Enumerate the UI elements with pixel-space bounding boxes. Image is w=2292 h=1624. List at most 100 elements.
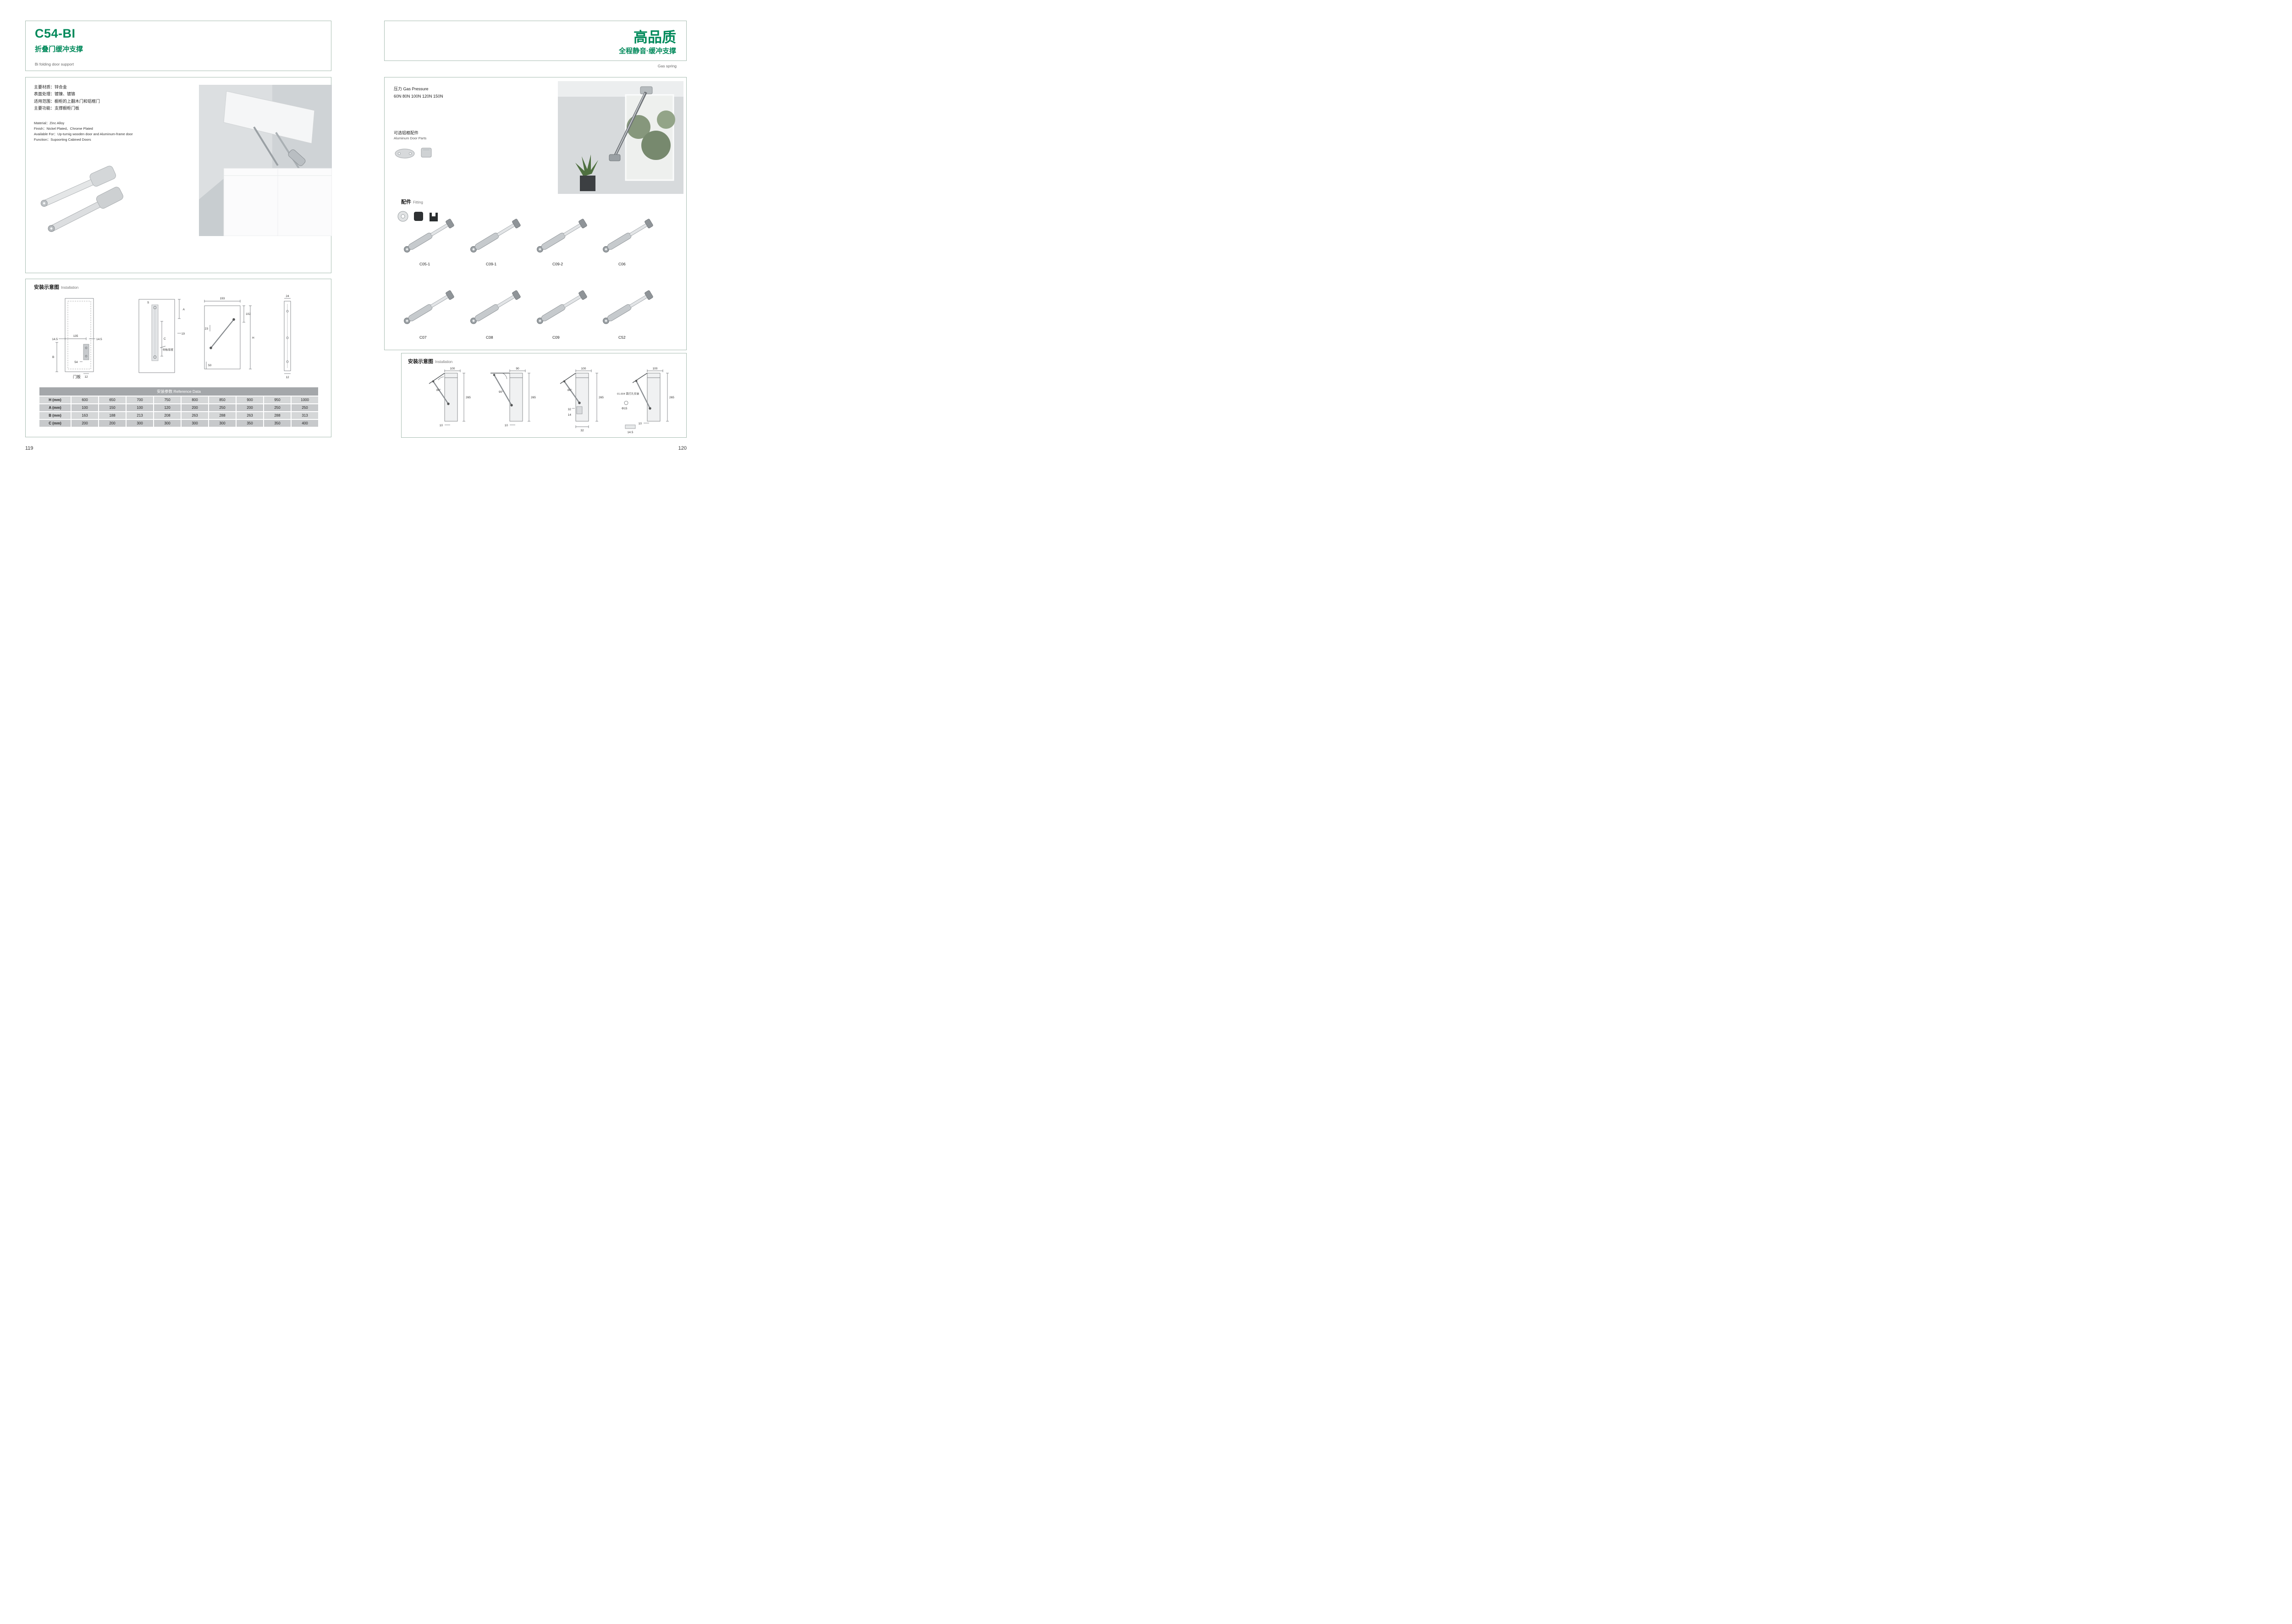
table-cell: 163 — [72, 412, 98, 419]
svg-text:A: A — [183, 308, 185, 311]
gas-spring-photo — [558, 81, 683, 194]
specs-zh: 主要材质：锌合金 表面处理：镀镍、镀铬 适用范围：橱柜的上翻木门和铝框门 主要功… — [34, 84, 100, 112]
svg-text:Φ15: Φ15 — [622, 407, 628, 410]
svg-text:14.5: 14.5 — [96, 338, 102, 341]
svg-text:90°: 90° — [499, 390, 503, 394]
svg-text:100: 100 — [653, 367, 658, 370]
table-cell: 300 — [209, 420, 236, 427]
svg-text:H: H — [252, 336, 254, 340]
pressure-label: 压力 Gas Pressure — [394, 87, 429, 91]
svg-text:90: 90 — [516, 367, 519, 370]
table-cell: 200 — [237, 404, 263, 411]
svg-text:门板: 门板 — [73, 374, 81, 379]
table-row: H (mm) 600 650 700 750 800 850 900 950 1… — [39, 396, 319, 403]
svg-text:135: 135 — [73, 335, 78, 338]
diagram-install-80deg: 100 80° 265 10 — [429, 367, 471, 427]
table-cell: 263 — [182, 412, 208, 419]
table-cell: 750 — [154, 396, 181, 403]
fitting-title-zh: 配件 — [401, 199, 411, 205]
diagram-install-drilled: 100 265 01.004 需打孔安装 Φ15 10 14.5 — [617, 367, 674, 434]
fitting-accessory-icons — [397, 211, 438, 222]
svg-text:S: S — [147, 301, 149, 304]
table-cell: 900 — [237, 396, 263, 403]
table-row: A (mm) 100 150 100 120 200 250 200 250 2… — [39, 404, 319, 411]
table-title: 安装参数 Reference Data — [39, 387, 319, 396]
svg-text:14: 14 — [568, 413, 572, 417]
gas-spring-image — [535, 290, 588, 326]
svg-text:10: 10 — [639, 422, 642, 425]
svg-text:32: 32 — [568, 408, 572, 411]
table-cell: 120 — [154, 404, 181, 411]
product-item: C09 — [531, 277, 595, 341]
pressure-values: 60N 80N 100N 120N 150N — [394, 94, 443, 99]
right-content-box: 压力 Gas Pressure 60N 80N 100N 120N 150N 可… — [384, 77, 687, 350]
svg-text:265: 265 — [531, 396, 536, 399]
table-cell: 300 — [154, 420, 181, 427]
quality-subtitle-zh: 全程静音·缓冲支撑 — [619, 47, 676, 55]
svg-text:265: 265 — [466, 396, 471, 399]
fitting-title-en: Fitting — [413, 200, 423, 204]
model-label: C07 — [419, 335, 427, 340]
gas-spring-image — [402, 218, 455, 255]
table-row: B (mm) 163 188 213 208 263 288 263 288 3… — [39, 412, 319, 419]
table-cell: 150 — [99, 404, 126, 411]
gas-spring-label: Gas spring — [657, 64, 677, 68]
svg-text:100: 100 — [581, 367, 586, 370]
spec-line: 适用范围：橱柜的上翻木门和铝框门 — [34, 99, 100, 104]
left-header-box: C54-BI 折叠门缓冲支撑 Bi folding door support — [25, 21, 331, 71]
table-cell: 208 — [154, 412, 181, 419]
spec-line: 主要功能：支撑橱柜门板 — [34, 105, 80, 110]
svg-text:10: 10 — [505, 424, 508, 427]
table-cell: 100 — [72, 404, 98, 411]
table-cell: 650 — [99, 396, 126, 403]
svg-text:12: 12 — [84, 375, 88, 379]
svg-text:10: 10 — [440, 424, 443, 427]
svg-text:24: 24 — [286, 295, 289, 298]
product-photo-supports — [40, 165, 123, 232]
spec-line: Material：Zinc Alloy — [34, 121, 65, 125]
model-label: C09-2 — [552, 262, 563, 266]
model-label: C52 — [618, 335, 626, 340]
specs-en: Material：Zinc Alloy Finish：Nickel Plated… — [34, 121, 133, 143]
svg-text:19: 19 — [182, 332, 185, 336]
diagram-cabinet-arm: 193 102 23 50 H — [204, 297, 254, 369]
product-title-zh: 折叠门缓冲支撑 — [35, 45, 83, 53]
svg-text:14.5: 14.5 — [52, 338, 58, 341]
row-label: C (mm) — [39, 420, 71, 427]
svg-text:102: 102 — [246, 313, 251, 316]
svg-text:193: 193 — [220, 297, 225, 300]
table-cell: 213 — [127, 412, 153, 419]
table-cell: 1000 — [292, 396, 319, 403]
svg-text:12: 12 — [286, 376, 289, 379]
page-number-left: 119 — [25, 446, 33, 451]
spec-line: 主要材质：锌合金 — [34, 85, 67, 89]
spec-line: Available For：Up-turnig wooden door and … — [34, 132, 133, 136]
table-cell: 313 — [292, 412, 319, 419]
table-cell: 250 — [292, 404, 319, 411]
model-label: C09 — [552, 335, 560, 340]
svg-text:54: 54 — [74, 361, 78, 364]
table-cell: 400 — [292, 420, 319, 427]
svg-text:23: 23 — [205, 327, 209, 330]
installation-title-en: Installation — [435, 360, 453, 364]
table-cell: 200 — [182, 404, 208, 411]
diagram-install-90deg: 90 90° 265 10 — [490, 367, 536, 427]
spec-line: 表面处理：镀镍、镀铬 — [34, 92, 76, 97]
gas-spring-image — [601, 218, 654, 255]
svg-text:32: 32 — [580, 429, 584, 432]
diagram-door-panel: 135 14.5 14.5 B 54 12 门板 — [52, 298, 102, 379]
svg-text:14.5: 14.5 — [628, 431, 634, 434]
svg-text:265: 265 — [599, 396, 604, 399]
spec-line: Finish：Nickel Plated、Chrome Plated — [34, 127, 93, 131]
model-label: C08 — [486, 335, 493, 340]
catalog-spread: C54-BI 折叠门缓冲支撑 Bi folding door support 主… — [0, 0, 707, 461]
product-item: C09-1 — [465, 211, 529, 267]
installation-title-zh: 安装示意图 — [34, 285, 59, 290]
diagram-narrow-profile: 24 12 — [284, 295, 291, 379]
cabinet-photo — [199, 85, 332, 236]
svg-text:80°: 80° — [436, 388, 441, 392]
model-label: C06 — [618, 262, 626, 266]
